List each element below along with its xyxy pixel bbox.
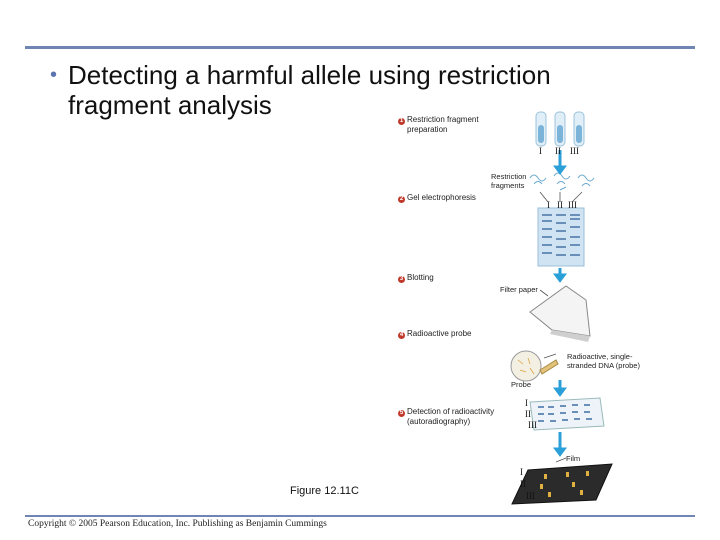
lane-ii-tubes: II	[555, 146, 561, 156]
restriction-fragments-label-2: fragments	[491, 181, 525, 190]
lane-iii-tubes: III	[570, 146, 579, 156]
lane-ii-gel: II	[557, 200, 563, 210]
step-number-5: 5	[398, 410, 405, 417]
filter-paper	[529, 285, 591, 342]
bullet-icon: •	[50, 64, 58, 86]
radioactive-probe-label-2: stranded DNA (probe)	[567, 361, 640, 370]
film-label: Film	[566, 454, 581, 463]
restriction-fragments-art	[529, 172, 595, 191]
lane-i-gel: I	[547, 200, 550, 210]
restriction-fragments-label-1: Restriction	[491, 172, 527, 181]
lane-i-tubes: I	[539, 146, 542, 156]
step-1-label: Restriction fragment	[407, 115, 479, 124]
step-1-label-2: preparation	[407, 125, 448, 134]
film	[511, 463, 613, 505]
row-i-film: I	[520, 467, 523, 477]
row-i-membrane: I	[525, 398, 528, 408]
row-iii-film: III	[526, 491, 535, 501]
filter-paper-label: Filter paper	[500, 285, 538, 294]
gel-slab	[537, 207, 585, 267]
step-4-label: Radioactive probe	[407, 329, 472, 338]
row-iii-membrane: III	[528, 420, 537, 430]
row-ii-membrane: II	[525, 409, 531, 419]
lane-iii-gel: III	[568, 200, 577, 210]
membrane	[529, 397, 605, 431]
probe-bag	[510, 350, 559, 382]
title-line-2: fragment analysis	[68, 90, 272, 120]
step-number-3: 3	[398, 276, 405, 283]
figure-label: Figure 12.11C	[290, 485, 359, 497]
step-5-label-2: (autoradiography)	[407, 417, 471, 426]
top-rule	[25, 46, 695, 49]
step-number-4: 4	[398, 332, 405, 339]
copyright-text: Copyright © 2005 Pearson Education, Inc.…	[28, 519, 327, 529]
flow-arrows	[553, 150, 567, 457]
step-number-2: 2	[398, 196, 405, 203]
title-line-1: Detecting a harmful allele using restric…	[68, 60, 551, 90]
radioactive-probe-label-1: Radioactive, single-	[567, 352, 633, 361]
pointer-line	[555, 457, 567, 463]
bottom-rule	[25, 515, 695, 517]
test-tubes	[535, 111, 585, 147]
pointer-line	[539, 191, 549, 203]
slide-title: • Detecting a harmful allele using restr…	[50, 60, 551, 120]
step-2-label: Gel electrophoresis	[407, 193, 476, 202]
probe-label: Probe	[511, 380, 532, 389]
pointer-line	[543, 353, 557, 359]
row-ii-film: II	[520, 479, 526, 489]
pointer-line	[539, 289, 549, 297]
radioactive-probe-label: Radioactive, single- stranded DNA (probe…	[567, 352, 640, 370]
step-5-label: Detection of radioactivity	[407, 407, 495, 416]
pointer-line	[571, 191, 583, 203]
step-3-label: Blotting	[407, 273, 434, 282]
step-number-1: 1	[398, 118, 405, 125]
restriction-fragments-label: Restriction fragments	[491, 172, 526, 190]
